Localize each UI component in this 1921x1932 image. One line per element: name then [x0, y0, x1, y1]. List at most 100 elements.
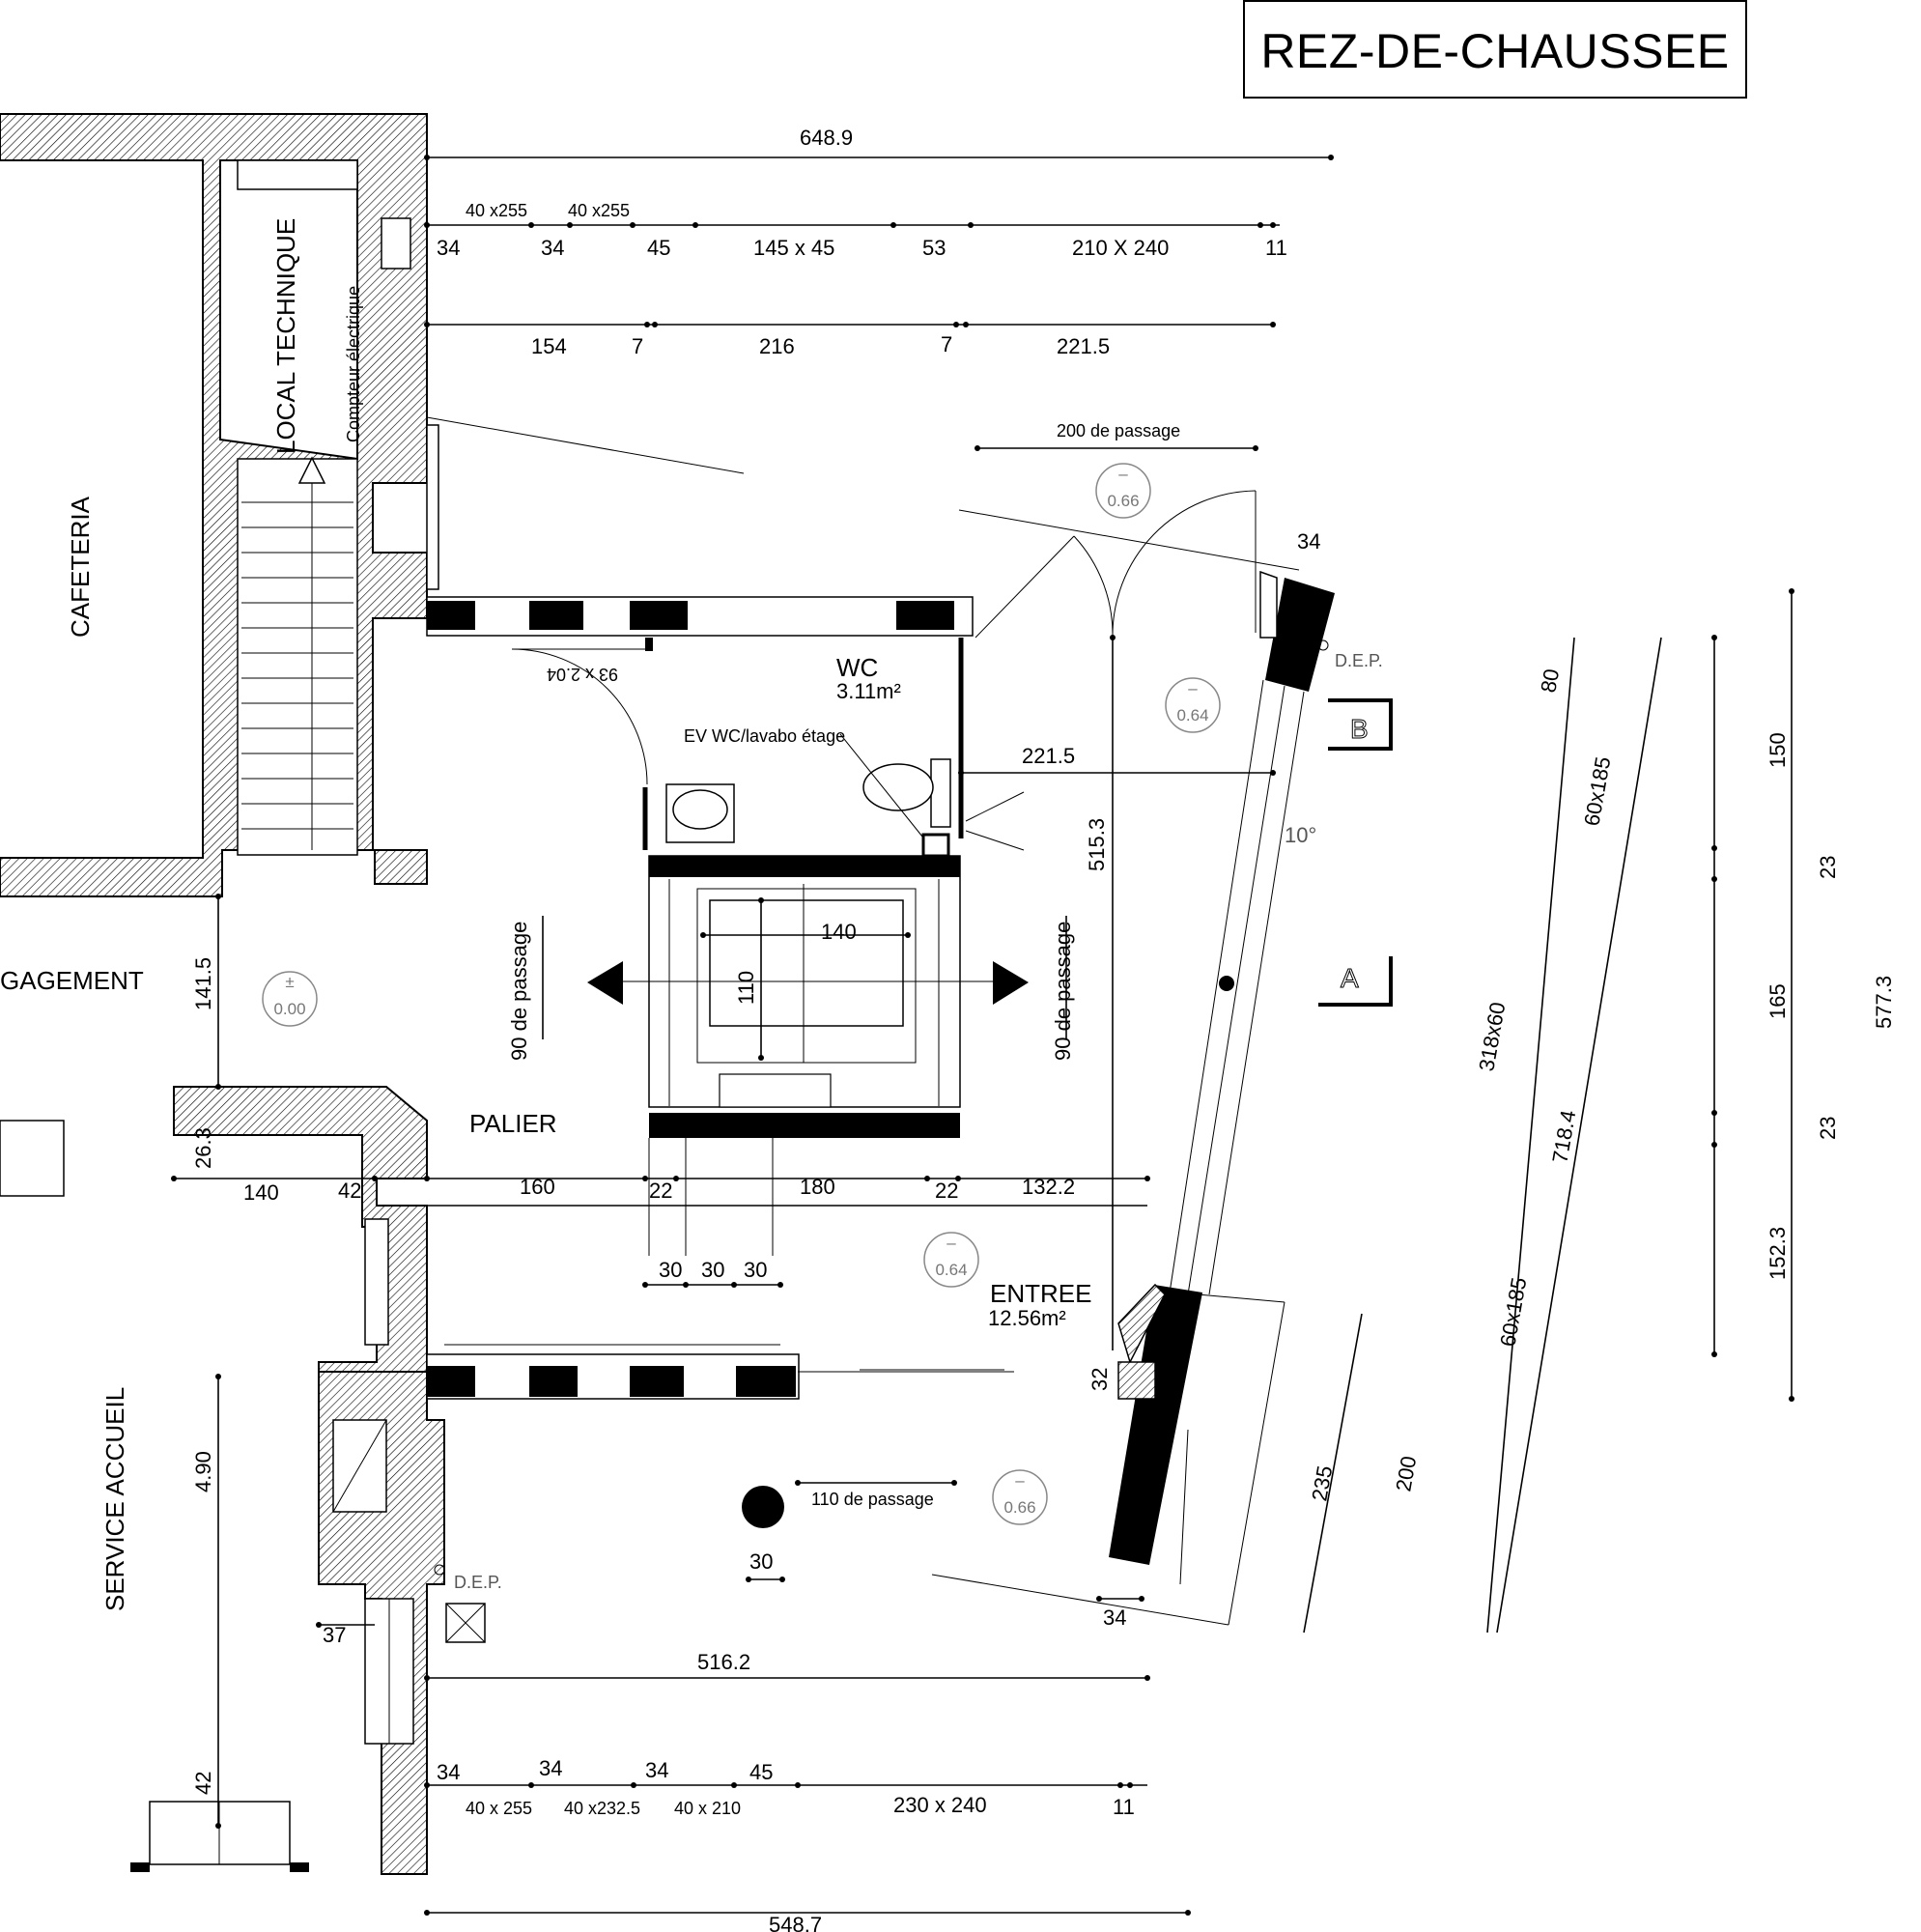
dim-34-b2: 34: [539, 1756, 562, 1780]
toilet-tank: [930, 758, 951, 828]
dim-90-passage-left: 90 de passage: [507, 922, 531, 1061]
west-wall: [0, 113, 428, 897]
dim-30-c: 30: [744, 1258, 767, 1282]
dim-22-a: 22: [649, 1179, 672, 1203]
radiator: [364, 1218, 389, 1346]
toilet-bowl: [862, 763, 934, 811]
level-sign-000: ±: [285, 973, 294, 991]
dim-60x185-top: 60x185: [1579, 754, 1615, 827]
label-dep-bottom: D.E.P.: [454, 1573, 502, 1592]
level-064-right: 0.64: [1176, 706, 1208, 724]
dim-lift-140: 140: [821, 920, 857, 944]
dim-40x232: 40 x232.5: [564, 1799, 640, 1818]
dim-30-a: 30: [659, 1258, 682, 1282]
dim-648: 648.9: [800, 126, 853, 150]
dim-200: 200: [1391, 1454, 1421, 1493]
label-section-b: B: [1350, 714, 1369, 744]
walls: [0, 113, 445, 1875]
label-wc: WC: [836, 653, 878, 682]
dim-210x240: 210 X 240: [1072, 236, 1169, 260]
dim-132: 132.2: [1022, 1175, 1075, 1199]
dim-r165: 165: [1766, 983, 1790, 1019]
dim-door-wc: 93 x 2.04: [547, 665, 618, 684]
entrance-doors: [975, 490, 1257, 639]
dim-30-b: 30: [701, 1258, 724, 1282]
dim-53: 53: [922, 236, 946, 260]
dim-40x255-bottom: 40 x 255: [466, 1799, 532, 1818]
dim-40x210: 40 x 210: [674, 1799, 741, 1818]
dim-235: 235: [1307, 1463, 1337, 1503]
label-cafeteria: CAFETERIA: [66, 496, 95, 638]
room-labels: LOCAL TECHNIQUE Compteur électrique CAFE…: [0, 218, 1383, 1611]
dim-515: 515.3: [1085, 818, 1109, 871]
label-entree-area: 12.56m²: [988, 1306, 1066, 1330]
tech-cabinet: [237, 159, 358, 190]
plan-title: REZ-DE-CHAUSSEE: [1260, 24, 1730, 78]
level-064-entree: 0.64: [935, 1261, 967, 1279]
dim-110-passage: 110 de passage: [811, 1490, 934, 1509]
dim-r577: 577.3: [1872, 976, 1896, 1029]
east-facade: [931, 509, 1335, 1626]
bottom-facade-wall: [426, 1344, 1014, 1400]
level-sign-064-entree: –: [946, 1234, 956, 1252]
washbasin: [665, 783, 735, 843]
dim-160: 160: [520, 1175, 555, 1199]
dim-42-bottom: 42: [191, 1772, 215, 1795]
label-service-accueil: SERVICE ACCUEIL: [100, 1387, 129, 1611]
dim-34-b: 34: [541, 236, 564, 260]
label-dep-top: D.E.P.: [1335, 651, 1383, 670]
title-box: REZ-DE-CHAUSSEE: [1243, 0, 1747, 99]
dim-60x185-bottom: 60x185: [1495, 1275, 1531, 1348]
dim-318x60: 318x60: [1474, 1000, 1510, 1072]
dim-80: 80: [1536, 667, 1564, 694]
top-facade-wall: [426, 416, 974, 651]
dim-26: 26.3: [191, 1127, 215, 1169]
dim-r23-b: 23: [1816, 1117, 1840, 1140]
label-local-technique: LOCAL TECHNIQUE: [271, 218, 300, 454]
dim-11-top: 11: [1265, 236, 1287, 260]
dim-221-top: 221.5: [1057, 334, 1110, 358]
label-ev: EV WC/lavabo étage: [684, 726, 845, 746]
dim-45-b: 45: [749, 1760, 773, 1784]
meter-box: [381, 217, 411, 270]
wc-room: [511, 638, 1025, 858]
dim-140-row: 140: [243, 1180, 279, 1205]
dim-490: 4.90: [191, 1451, 215, 1492]
label-section-a: A: [1341, 963, 1359, 993]
label-angle: 10°: [1285, 823, 1316, 847]
dim-32: 32: [1088, 1368, 1112, 1391]
dim-22-b: 22: [935, 1179, 958, 1203]
label-compteur: Compteur électrique: [344, 286, 363, 442]
dim-216: 216: [759, 334, 795, 358]
level-066-top: 0.66: [1107, 492, 1139, 510]
section-markers: [434, 639, 1393, 1643]
dim-230x240: 230 x 240: [893, 1793, 987, 1817]
dim-34-facade: 34: [1297, 529, 1320, 554]
dim-7-a: 7: [632, 334, 643, 358]
level-markers: – 0.66 – 0.64 ± 0.00 – 0.64 – 0.66: [262, 463, 1221, 1525]
dim-r23-a: 23: [1816, 856, 1840, 879]
stair-treads: [241, 501, 353, 830]
dim-45: 45: [647, 236, 670, 260]
dim-lift-110: 110: [734, 971, 758, 1005]
dim-221-wc: 221.5: [1022, 744, 1075, 768]
level-sign-064: –: [1188, 679, 1198, 697]
dim-34-b1: 34: [437, 1760, 460, 1784]
dim-42-row: 42: [338, 1179, 361, 1203]
dim-11-bottom: 11: [1113, 1795, 1135, 1819]
dim-180: 180: [800, 1175, 835, 1199]
dim-141: 141.5: [191, 957, 215, 1010]
dim-34-b3: 34: [645, 1758, 668, 1782]
dim-90-passage-right: 90 de passage: [1051, 922, 1075, 1061]
dim-34-a: 34: [437, 236, 460, 260]
dim-154: 154: [531, 334, 567, 358]
dim-548: 548.7: [769, 1913, 822, 1932]
staircase: [237, 456, 358, 856]
dim-34-facade-bottom: 34: [1103, 1605, 1126, 1630]
dim-7-b: 7: [941, 332, 952, 356]
dim-145x45: 145 x 45: [753, 236, 834, 260]
dim-40x255-a: 40 x255: [466, 201, 527, 220]
desk-left: [0, 1120, 65, 1197]
dimension-lines: [174, 156, 1793, 1914]
